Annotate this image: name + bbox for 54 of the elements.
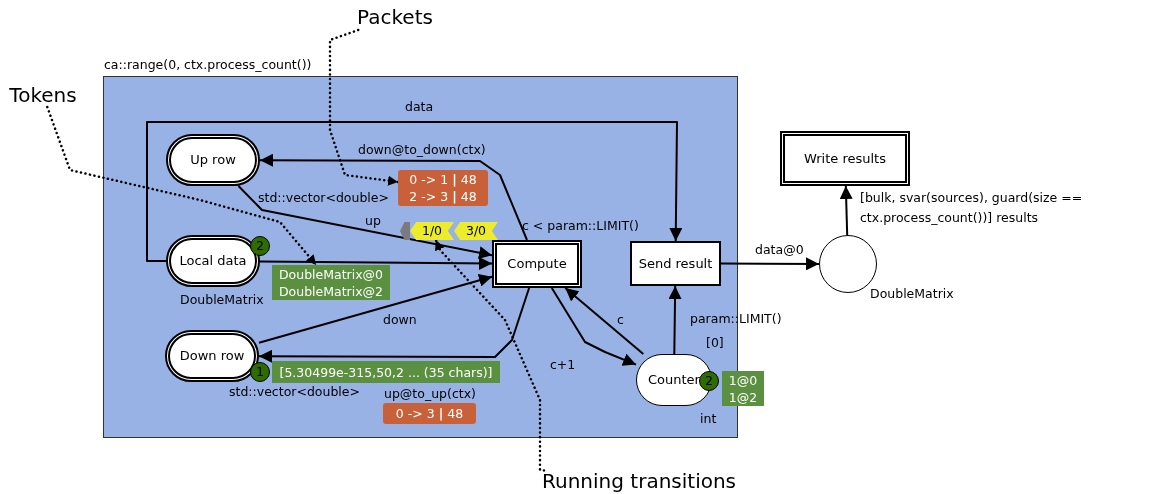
token-text: DoubleMatrix@0 xyxy=(278,265,384,283)
type-label: DoubleMatrix xyxy=(180,292,264,307)
type-label: DoubleMatrix xyxy=(870,286,954,301)
packet-text: 2 -> 3 | 48 xyxy=(409,188,477,205)
arrow xyxy=(564,287,645,355)
edge-label: c xyxy=(617,312,624,327)
count-text: 1 xyxy=(256,364,264,380)
annotation-text: Tokens xyxy=(9,83,77,107)
token-text: DoubleMatrix@2 xyxy=(278,282,384,300)
token-text: [5.30499e-315,50,2 ... (35 chars)] xyxy=(279,363,493,381)
edge-label: down@to_down(ctx) xyxy=(358,142,486,157)
node-label: Write results xyxy=(804,150,886,167)
arrow xyxy=(146,121,683,262)
marking-label: [0] xyxy=(706,335,724,350)
node-label: Send result xyxy=(638,255,713,272)
node-label: Compute xyxy=(507,256,567,272)
type-label: int xyxy=(700,411,717,426)
count-text: 2 xyxy=(256,238,264,254)
arrow xyxy=(668,285,682,355)
area-title: ca::range(0, ctx.process_count()) xyxy=(104,57,312,73)
arrow xyxy=(259,153,528,241)
guard-label: c < param::LIMIT() xyxy=(522,218,639,233)
arrow xyxy=(550,287,637,366)
edge-label: down xyxy=(383,312,417,327)
tag-text: 3/0 xyxy=(465,223,487,239)
arrow xyxy=(258,274,493,344)
arrow xyxy=(720,257,820,271)
edge-label: up@to_up(ctx) xyxy=(384,386,476,401)
count-text: 2 xyxy=(705,373,713,389)
token-text: 1@2 xyxy=(728,388,758,406)
type-label: std::vector<double> xyxy=(258,190,389,205)
arrow xyxy=(259,257,493,270)
packet-text: 0 -> 1 | 48 xyxy=(409,171,477,188)
annotation-text: Packets xyxy=(357,5,433,29)
edge-label: data@0 xyxy=(755,242,804,257)
arrow xyxy=(839,185,853,236)
edge-label: [bulk, svar(sources), guard(size == ctx.process_count())] results xyxy=(860,189,1084,227)
leader-line xyxy=(328,28,400,186)
leader-line xyxy=(434,238,546,472)
edge-label: c+1 xyxy=(550,357,576,372)
packet-text: 0 -> 3 | 48 xyxy=(395,405,464,422)
token-text: 1@0 xyxy=(728,371,758,389)
node-label: Down row xyxy=(179,348,245,364)
leader-line xyxy=(46,105,318,267)
type-label: std::vector<double> xyxy=(229,384,360,399)
edge-label: data xyxy=(405,99,434,114)
edge-label: up xyxy=(365,213,381,228)
arrow xyxy=(237,185,493,260)
tag-text: 1/0 xyxy=(421,223,443,239)
annotation-text: Running transitions xyxy=(542,469,736,493)
node-label: Counter xyxy=(648,372,700,388)
node-label: Up row xyxy=(190,152,236,168)
node-label: Local data xyxy=(179,253,247,269)
arrow xyxy=(258,287,531,363)
